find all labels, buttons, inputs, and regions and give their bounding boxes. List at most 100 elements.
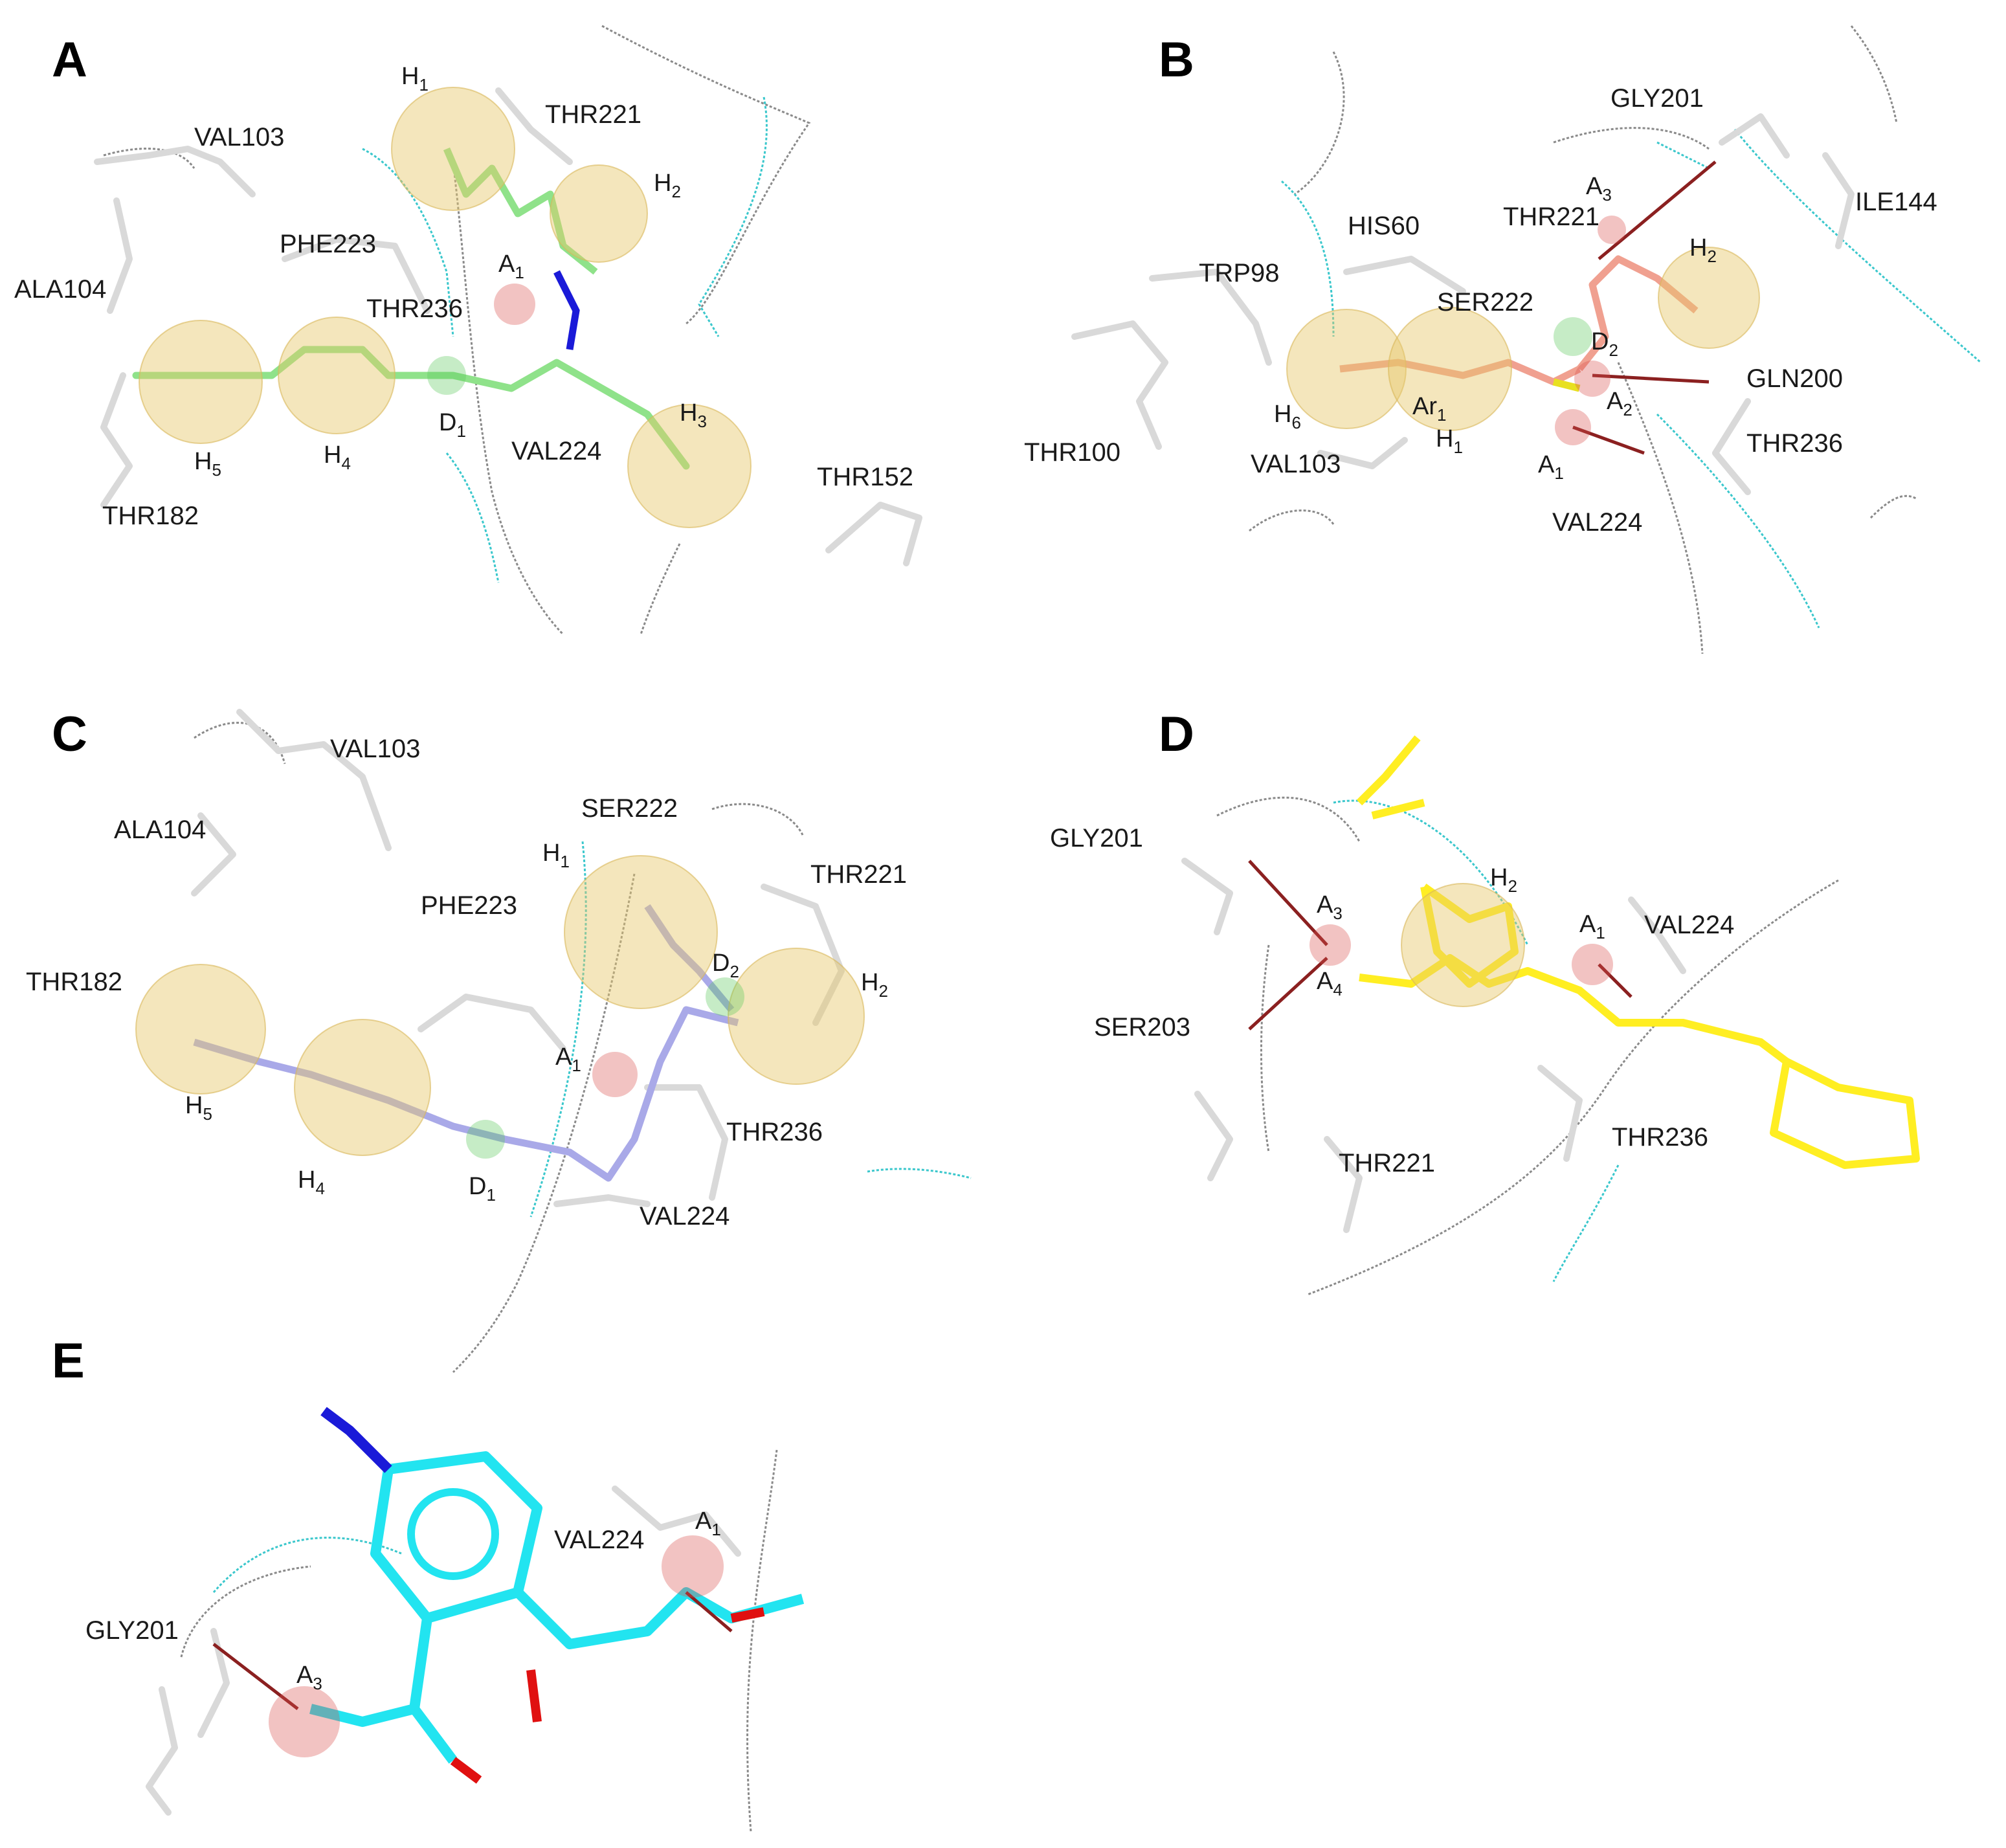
residue-label: VAL103 bbox=[194, 123, 284, 151]
panel-label-d: D bbox=[1159, 707, 1194, 762]
residue-label: HIS60 bbox=[1348, 212, 1420, 240]
feature-label: H4 bbox=[324, 441, 351, 473]
residue-label: THR182 bbox=[26, 968, 122, 996]
residue-label: ALA104 bbox=[14, 275, 106, 304]
pocket-mesh bbox=[212, 1537, 402, 1593]
ligand-stick bbox=[193, 1006, 739, 1182]
panel-c: C VAL103 ALA104 SER222 THR221 PHE223 THR… bbox=[26, 707, 972, 1374]
ligand-stick bbox=[1576, 255, 1699, 372]
feature-label: A3 bbox=[1586, 173, 1612, 205]
ligand-stick bbox=[644, 904, 735, 1012]
acceptor-sphere bbox=[1309, 924, 1351, 966]
donor-sphere bbox=[466, 1120, 505, 1159]
residue-stick bbox=[495, 87, 573, 165]
donor-sphere bbox=[427, 356, 466, 395]
interaction-line bbox=[1248, 860, 1633, 1030]
backbone-ribbon bbox=[1869, 495, 1917, 519]
residue-label: GLY201 bbox=[1050, 824, 1143, 852]
feature-label: H2 bbox=[1689, 234, 1717, 266]
pocket-mesh bbox=[445, 452, 500, 583]
residue-label: THR221 bbox=[810, 860, 907, 889]
hydrophobic-sphere bbox=[564, 855, 718, 1009]
residue-label: THR221 bbox=[1339, 1149, 1435, 1177]
backbone-ribbon bbox=[103, 148, 195, 169]
hydrophobic-sphere bbox=[1658, 247, 1760, 349]
residue-label: THR236 bbox=[1746, 429, 1843, 458]
acceptor-sphere bbox=[1574, 361, 1610, 397]
acceptor-sphere bbox=[1572, 944, 1613, 985]
feature-label: A1 bbox=[1538, 451, 1564, 483]
residue-stick bbox=[1194, 1091, 1233, 1181]
feature-label: A3 bbox=[1317, 891, 1343, 923]
ligand-ring bbox=[370, 1451, 542, 1623]
residue-label: ILE144 bbox=[1855, 188, 1937, 216]
feature-label: A1 bbox=[1579, 911, 1605, 942]
acceptor-sphere bbox=[662, 1535, 724, 1598]
ligand-ring bbox=[1770, 1058, 1920, 1169]
residue-label: VAL224 bbox=[1552, 508, 1642, 537]
feature-label: H1 bbox=[542, 840, 570, 871]
backbone-ribbon bbox=[1307, 879, 1839, 1296]
residue-label: TRP98 bbox=[1199, 259, 1280, 287]
pocket-mesh bbox=[529, 841, 587, 1218]
residue-label: VAL103 bbox=[330, 735, 420, 763]
residue-stick bbox=[612, 1486, 741, 1557]
residue-label: GLY201 bbox=[85, 1616, 179, 1645]
hydrophobic-sphere bbox=[728, 948, 865, 1085]
hydrophobic-sphere bbox=[391, 87, 515, 211]
residue-stick bbox=[1181, 858, 1233, 935]
pocket-mesh bbox=[867, 1168, 972, 1179]
panel-label-e: E bbox=[52, 1333, 85, 1388]
residue-stick bbox=[197, 1628, 230, 1738]
feature-label: H3 bbox=[680, 399, 707, 431]
residue-stick bbox=[1343, 256, 1466, 295]
residue-label: THR236 bbox=[1612, 1123, 1708, 1152]
residue-label: SER222 bbox=[1437, 288, 1533, 317]
pocket-mesh bbox=[1656, 141, 1710, 170]
residue-stick bbox=[94, 146, 256, 197]
residue-label: THR236 bbox=[726, 1118, 823, 1146]
hydrophobic-sphere bbox=[135, 964, 266, 1095]
residue-label: THR236 bbox=[366, 295, 463, 323]
pocket-mesh bbox=[1656, 413, 1820, 629]
residue-label: PHE223 bbox=[421, 891, 517, 920]
residue-label: THR221 bbox=[1503, 203, 1599, 231]
hydrophobic-sphere bbox=[294, 1019, 431, 1156]
residue-label: GLN200 bbox=[1746, 364, 1843, 393]
residue-label: THR152 bbox=[817, 463, 913, 491]
residue-label: THR221 bbox=[545, 100, 641, 129]
feature-label: D2 bbox=[1591, 328, 1618, 360]
residue-stick bbox=[1071, 320, 1168, 450]
ligand-ring bbox=[1420, 884, 1519, 988]
backbone-ribbon bbox=[1216, 796, 1361, 842]
feature-label: H6 bbox=[1274, 401, 1301, 432]
panel-label-c: C bbox=[52, 707, 87, 762]
acceptor-sphere bbox=[1555, 409, 1591, 445]
backbone-ribbon bbox=[711, 803, 804, 836]
residue-stick bbox=[1628, 896, 1686, 974]
hydrophobic-sphere bbox=[1286, 309, 1407, 429]
residue-stick bbox=[1324, 1136, 1363, 1233]
residue-stick bbox=[1149, 269, 1272, 366]
residue-stick bbox=[282, 236, 430, 314]
feature-label: D2 bbox=[712, 950, 739, 981]
hydrophobic-sphere bbox=[1401, 883, 1525, 1007]
panel-label-a: A bbox=[52, 32, 87, 87]
feature-label: D1 bbox=[469, 1173, 496, 1205]
residue-stick bbox=[761, 884, 845, 1026]
residue-label: VAL224 bbox=[640, 1202, 730, 1230]
ligand-stick bbox=[1356, 735, 1425, 819]
feature-label: H1 bbox=[1436, 425, 1463, 457]
residue-label: GLY201 bbox=[1610, 84, 1704, 113]
backbone-ribbon bbox=[746, 1449, 778, 1832]
feature-label: H5 bbox=[185, 1092, 212, 1124]
ligand-nitrogen bbox=[320, 1407, 392, 1473]
residue-label: VAL103 bbox=[1251, 450, 1341, 478]
backbone-ribbon bbox=[1249, 509, 1335, 532]
residue-stick bbox=[1537, 1065, 1583, 1162]
feature-label: D1 bbox=[439, 409, 466, 441]
residue-stick bbox=[553, 1194, 651, 1207]
residue-stick bbox=[100, 372, 133, 508]
pocket-mesh bbox=[1552, 1164, 1620, 1282]
residue-stick bbox=[107, 197, 133, 314]
